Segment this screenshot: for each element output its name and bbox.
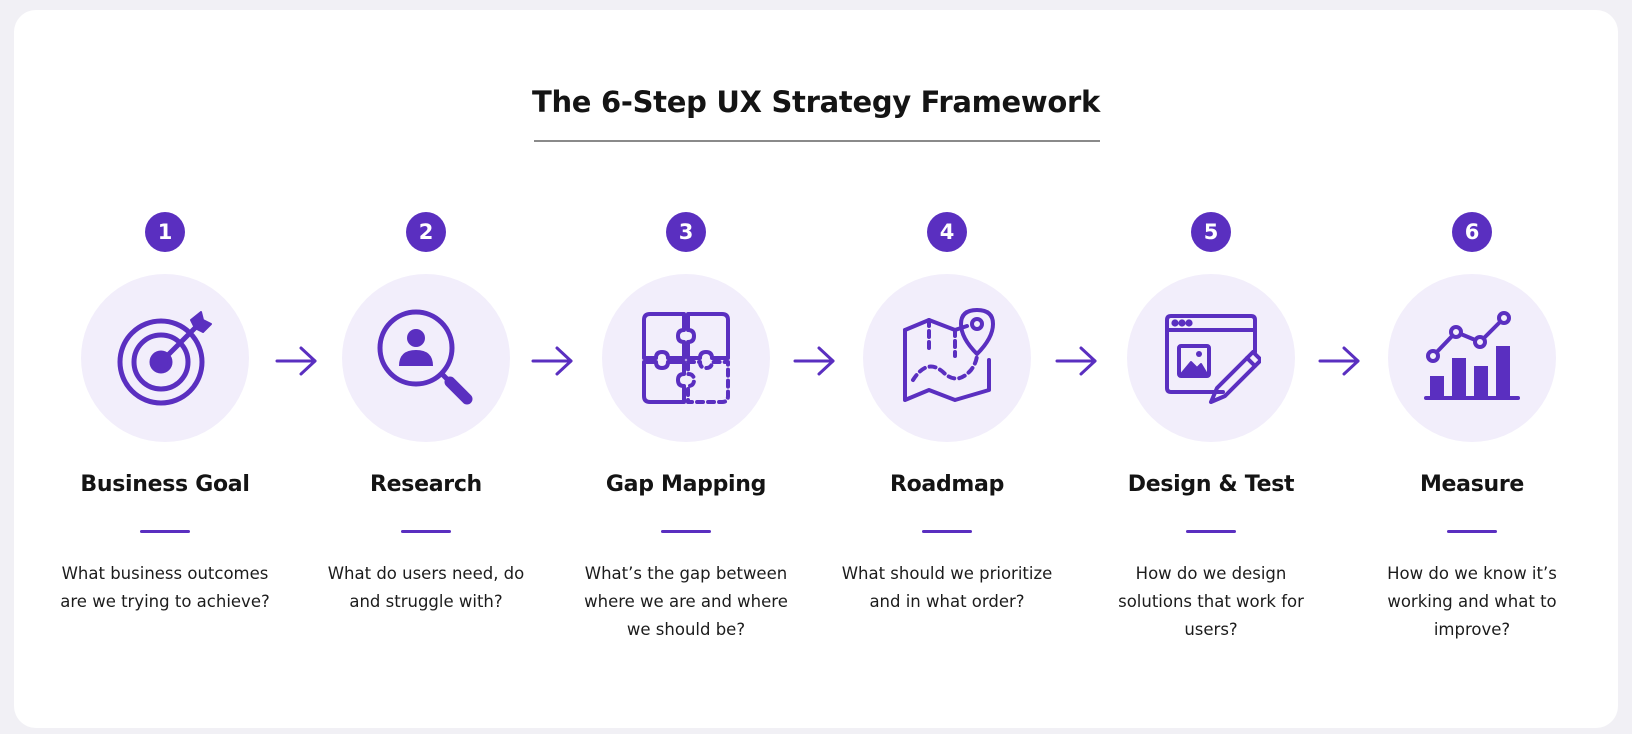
icon-disc: [342, 274, 510, 442]
icon-disc: [602, 274, 770, 442]
arrow-right-icon: [793, 346, 835, 376]
bar-line-chart-icon: [1424, 311, 1520, 400]
step-divider: [922, 530, 972, 533]
step-divider: [140, 530, 190, 533]
target-icon: [117, 311, 212, 406]
step-number-badge: 2: [406, 212, 446, 252]
step-title: Gap Mapping: [605, 472, 767, 497]
user-search-icon: [377, 309, 473, 405]
step-title: Research: [370, 472, 482, 497]
step-number-badge: 5: [1191, 212, 1231, 252]
step-title: Design & Test: [1127, 472, 1295, 497]
step-title: Business Goal: [80, 472, 250, 497]
step-number-badge: 6: [1452, 212, 1492, 252]
step-divider: [1186, 530, 1236, 533]
arrow-right-icon: [531, 346, 573, 376]
step-description: What business outcomes are we trying to …: [60, 564, 270, 611]
icon-disc: [863, 274, 1031, 442]
page-title: The 6-Step UX Strategy Framework: [531, 85, 1100, 119]
step-divider: [1447, 530, 1497, 533]
map-pin-icon: [903, 308, 995, 402]
arrow-right-icon: [275, 346, 317, 376]
step-title: Measure: [1419, 472, 1525, 497]
step-divider: [401, 530, 451, 533]
title-underline: [534, 140, 1100, 142]
step-description: How do we design solutions that work for…: [1118, 564, 1304, 639]
arrow-right-icon: [1318, 346, 1360, 376]
step-number-badge: 1: [145, 212, 185, 252]
step-description: What should we prioritize and in what or…: [841, 564, 1053, 611]
step-number-badge: 3: [666, 212, 706, 252]
step-description: How do we know it’s working and what to …: [1387, 564, 1557, 639]
icon-disc: [1388, 274, 1556, 442]
step-number-badge: 4: [927, 212, 967, 252]
step-title: Roadmap: [889, 472, 1005, 497]
step-divider: [661, 530, 711, 533]
icon-disc: [1127, 274, 1295, 442]
step-description: What’s the gap between where we are and …: [584, 564, 788, 639]
puzzle-icon: [642, 312, 730, 404]
step-description: What do users need, do and struggle with…: [327, 564, 525, 611]
arrow-right-icon: [1055, 346, 1097, 376]
design-window-pencil-icon: [1165, 314, 1261, 404]
icon-disc: [81, 274, 249, 442]
